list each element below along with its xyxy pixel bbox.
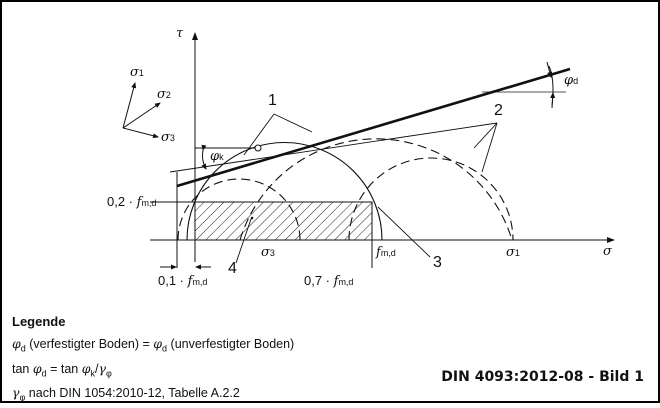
annotation-1: 1 [268, 92, 277, 109]
phi-k-label: φk [210, 149, 224, 164]
leader-2a [169, 122, 498, 173]
leader-4 [235, 218, 252, 264]
sigma3-label: σ3 [161, 130, 175, 145]
phi-d-label: φd [564, 73, 579, 88]
sigma2-arrow [122, 102, 161, 129]
sigma1-label: σ1 [130, 65, 144, 80]
legend-line-2: tan φd = tan φk/γφ [12, 360, 112, 379]
legend-line-1: φd (verfestigter Boden) = φd (unverfesti… [12, 336, 295, 354]
annotation-4: 4 [228, 260, 237, 277]
legend-line-3: γφ nach DIN 1054:2010-12, Tabelle A.2.2 [12, 385, 240, 403]
figure-caption: DIN 4093:2012-08 - Bild 1 [441, 369, 644, 385]
leader-3 [377, 206, 431, 258]
legend: Legende φd (verfestigter Boden) = φd (un… [12, 312, 294, 408]
f-md-01-label: 0,1 · fm,d [158, 273, 208, 289]
tau-axis-label: τ [176, 26, 184, 41]
annotation-3: 3 [433, 254, 442, 271]
mohr-circle-large-dashed-outer [239, 138, 513, 241]
failure-envelope [176, 67, 571, 188]
tangent-point [254, 144, 262, 152]
phi-d-arrow-bottom [550, 92, 556, 109]
leader-1b [273, 113, 313, 133]
sigma-axis-label: σ [603, 244, 612, 259]
leader-2c [481, 122, 498, 173]
legend-title: Legende [12, 314, 66, 329]
sigma2-label: σ2 [157, 87, 171, 102]
leader-2b [473, 122, 498, 149]
phi-d-arrow-top [546, 61, 553, 78]
sigma3-arrow [122, 127, 159, 139]
leader-4-dot [250, 216, 254, 220]
sigma1-arrow [122, 82, 137, 129]
sigma1-axis-label: σ1 [506, 245, 520, 260]
sigma3-axis-label: σ3 [261, 245, 275, 260]
leader-1a [243, 113, 275, 156]
f-md-label: fm,d [376, 245, 396, 260]
mohr-circle-solid [186, 141, 383, 241]
annotation-2: 2 [494, 102, 503, 119]
f-md-02-label: 0,2 · fm,d [107, 194, 157, 210]
f-md-07-label: 0,7 · fm,d [304, 273, 354, 289]
hatched-region [194, 201, 373, 241]
phi-k-arc [201, 144, 207, 170]
mohr-circle-large-dashed-inner [348, 157, 514, 241]
